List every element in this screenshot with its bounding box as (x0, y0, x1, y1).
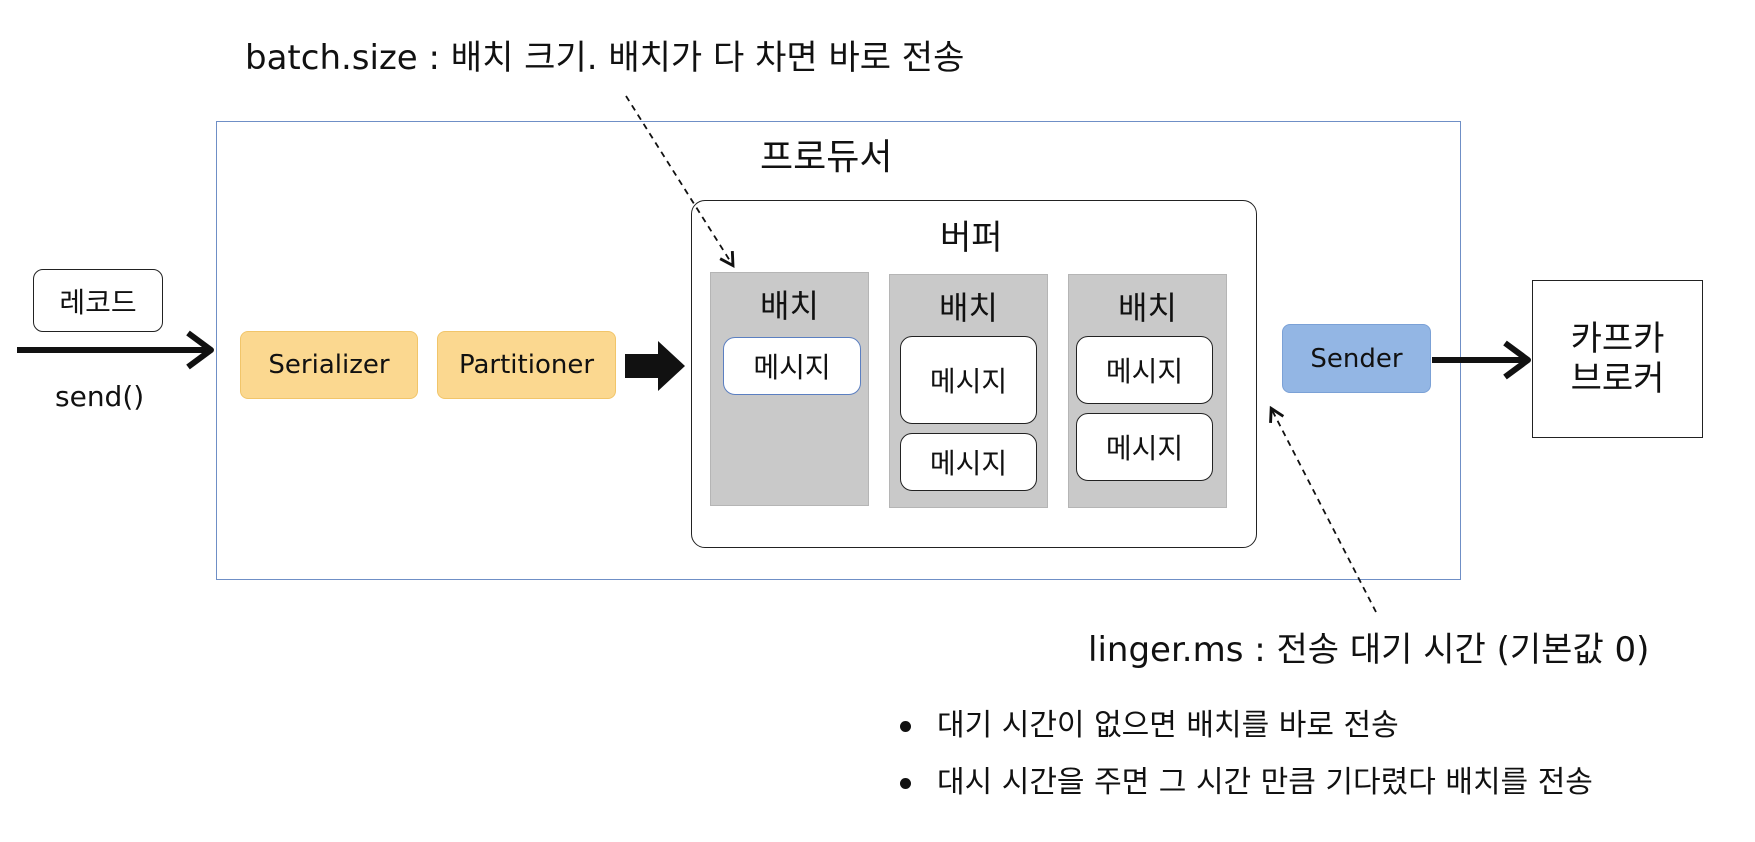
batch-3-title: 배치 (1118, 289, 1177, 327)
producer-title: 프로듀서 (760, 137, 893, 178)
broker-label-line2: 브로커 (1570, 359, 1665, 399)
serializer-component: Serializer (240, 331, 418, 399)
partitioner-to-buffer-arrow (625, 341, 685, 391)
sender-component: Sender (1282, 324, 1431, 393)
batch-size-annotation: batch.size : 배치 크기. 배치가 다 차면 바로 전송 (245, 38, 965, 78)
batch-size-pointer (625, 95, 735, 268)
bullet-dot (900, 721, 911, 732)
buffer-title: 버퍼 (940, 218, 1003, 258)
bullet-2-text: 대시 시간을 주면 그 시간 만큼 기다렸다 배치를 전송 (937, 765, 1593, 800)
batch-3-message-2: 메시지 (1076, 413, 1213, 481)
bullet-2: 대시 시간을 주면 그 시간 만큼 기다렸다 배치를 전송 (900, 757, 1593, 801)
bullet-1: 대기 시간이 없으면 배치를 바로 전송 (900, 700, 1399, 744)
batch-1-title: 배치 (760, 287, 819, 325)
broker-label-line1: 카프카 (1570, 319, 1665, 359)
linger-ms-pointer (1269, 405, 1377, 613)
batch-2-title: 배치 (939, 289, 998, 327)
kafka-broker-box: 카프카 브로커 (1532, 280, 1703, 438)
bullet-1-text: 대기 시간이 없으면 배치를 바로 전송 (937, 708, 1399, 743)
batch-1-message-1: 메시지 (723, 337, 861, 395)
record-to-serializer-arrow (17, 330, 214, 370)
batch-2-message-1: 메시지 (900, 336, 1037, 424)
bullet-dot (900, 778, 911, 789)
batch-2-message-2: 메시지 (900, 433, 1037, 491)
producer-frame (216, 121, 1461, 580)
batch-3-message-1: 메시지 (1076, 336, 1213, 404)
sender-to-broker-arrow (1432, 340, 1531, 380)
partitioner-component: Partitioner (437, 331, 616, 399)
linger-ms-annotation: linger.ms : 전송 대기 시간 (기본값 0) (1088, 630, 1650, 670)
send-call-label: send() (55, 380, 145, 413)
record-box: 레코드 (33, 269, 163, 332)
